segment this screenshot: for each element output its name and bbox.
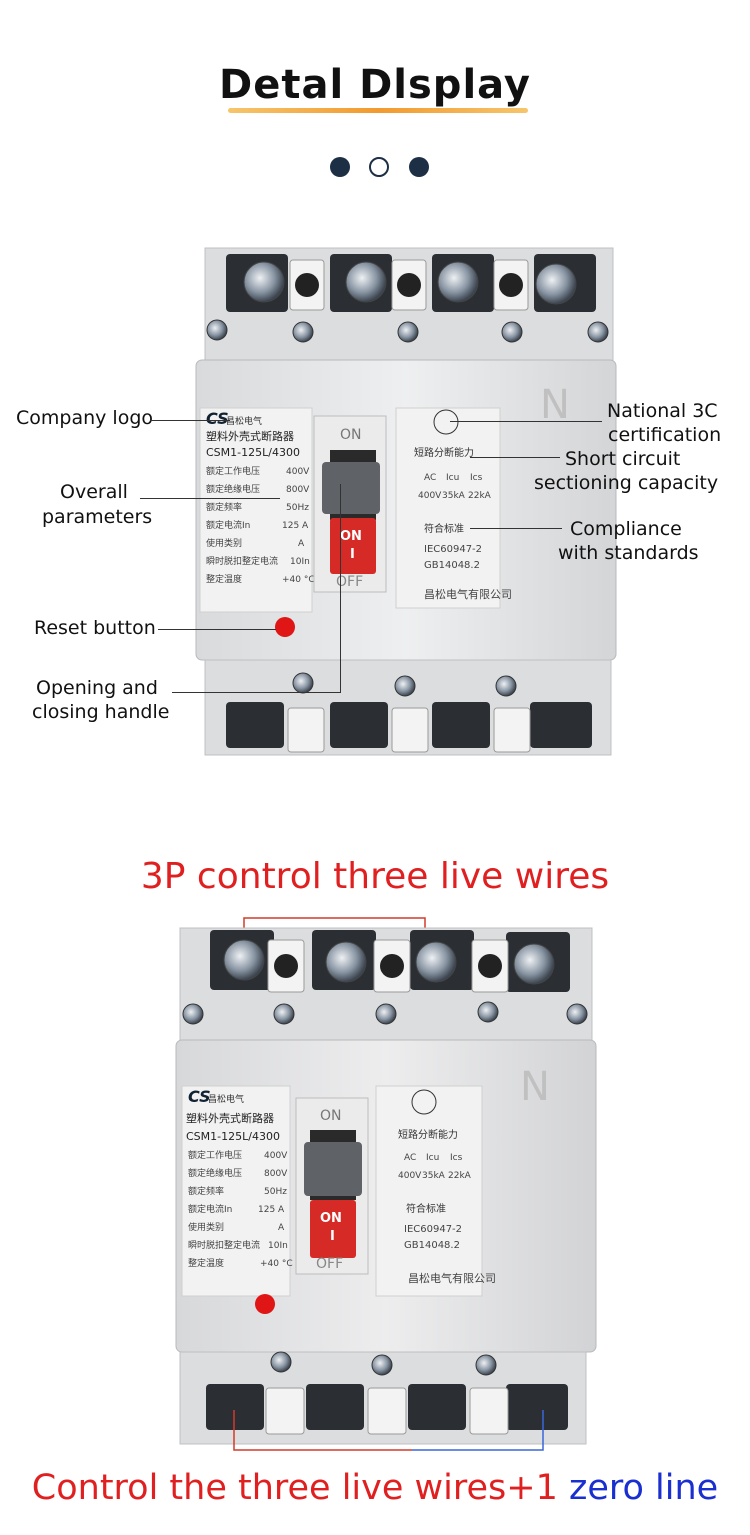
callout-handle-2: closing handle — [32, 701, 170, 723]
svg-text:+40 °C: +40 °C — [260, 1259, 293, 1269]
callout-short-2: sectioning capacity — [534, 472, 719, 494]
svg-text:符合标准: 符合标准 — [406, 1202, 446, 1215]
svg-text:塑料外壳式断路器: 塑料外壳式断路器 — [206, 429, 294, 443]
svg-text:ON: ON — [340, 427, 362, 443]
svg-text:昌松电气有限公司: 昌松电气有限公司 — [408, 1271, 496, 1285]
svg-text:额定绝缘电压: 额定绝缘电压 — [188, 1167, 242, 1179]
svg-text:额定电流In: 额定电流In — [206, 519, 250, 531]
callout-short-1: Short circuit — [565, 448, 681, 470]
svg-text:IEC60947-2: IEC60947-2 — [424, 544, 482, 555]
svg-text:使用类别: 使用类别 — [206, 537, 242, 549]
svg-text:400V: 400V — [264, 1151, 288, 1161]
carousel-dot-1[interactable] — [330, 157, 350, 177]
brand-logo-text: CS — [206, 409, 229, 428]
svg-text:额定工作电压: 额定工作电压 — [188, 1149, 242, 1161]
section2-heading: 3P control three live wires — [140, 856, 610, 897]
svg-text:使用类别: 使用类别 — [188, 1221, 224, 1233]
svg-text:整定温度: 整定温度 — [206, 573, 242, 585]
svg-text:400V: 400V — [286, 467, 310, 477]
svg-text:I: I — [330, 1229, 335, 1244]
svg-text:Icu: Icu — [426, 1153, 439, 1163]
breaker-image-1: CS 昌松电气 塑料外壳式断路器 CSM1-125L/4300 额定工作电压 40… — [195, 247, 617, 756]
svg-text:125 A: 125 A — [282, 521, 309, 531]
callout-handle-1: Opening and — [36, 677, 158, 699]
svg-text:塑料外壳式断路器: 塑料外壳式断路器 — [186, 1111, 274, 1125]
svg-text:OFF: OFF — [336, 574, 363, 590]
svg-text:昌松电气: 昌松电气 — [226, 415, 262, 427]
svg-text:800V: 800V — [286, 485, 310, 495]
svg-text:22kA: 22kA — [468, 491, 492, 501]
callout-compliance-2: with standards — [558, 542, 699, 564]
svg-text:Ics: Ics — [450, 1153, 463, 1163]
svg-text:昌松电气: 昌松电气 — [208, 1093, 244, 1105]
callout-3c-2: certification — [608, 424, 722, 446]
svg-text:额定频率: 额定频率 — [188, 1185, 224, 1197]
svg-text:N: N — [540, 382, 570, 428]
svg-text:短路分断能力: 短路分断能力 — [414, 446, 474, 459]
svg-text:额定电流In: 额定电流In — [188, 1203, 232, 1215]
svg-text:ON: ON — [320, 1108, 342, 1124]
svg-text:额定工作电压: 额定工作电压 — [206, 465, 260, 477]
svg-text:125 A: 125 A — [258, 1205, 285, 1215]
bottom-caption: Control the three live wires+1 zero line — [31, 1468, 719, 1508]
svg-text:ON: ON — [340, 529, 362, 544]
svg-text:整定温度: 整定温度 — [188, 1257, 224, 1269]
svg-text:瞬时脱扣整定电流: 瞬时脱扣整定电流 — [206, 555, 278, 567]
svg-text:昌松电气有限公司: 昌松电气有限公司 — [424, 587, 512, 601]
svg-text:CSM1-125L/4300: CSM1-125L/4300 — [186, 1130, 280, 1143]
carousel-dot-2[interactable] — [369, 157, 389, 177]
callout-compliance-1: Compliance — [570, 518, 682, 540]
svg-text:GB14048.2: GB14048.2 — [424, 560, 480, 571]
svg-text:I: I — [350, 547, 355, 562]
svg-text:10In: 10In — [290, 557, 310, 567]
callout-3c-1: National 3C — [607, 400, 718, 422]
svg-text:IEC60947-2: IEC60947-2 — [404, 1224, 462, 1235]
svg-text:ON: ON — [320, 1211, 342, 1226]
callout-overall-2: parameters — [42, 506, 153, 528]
svg-text:10In: 10In — [268, 1241, 288, 1251]
svg-text:额定绝缘电压: 额定绝缘电压 — [206, 483, 260, 495]
svg-text:额定频率: 额定频率 — [206, 501, 242, 513]
svg-text:短路分断能力: 短路分断能力 — [398, 1128, 458, 1141]
svg-text:800V: 800V — [264, 1169, 288, 1179]
svg-text:A: A — [298, 539, 305, 549]
svg-text:瞬时脱扣整定电流: 瞬时脱扣整定电流 — [188, 1239, 260, 1251]
svg-text:OFF: OFF — [316, 1256, 343, 1272]
svg-text:CS: CS — [188, 1087, 211, 1106]
svg-text:A: A — [278, 1223, 285, 1233]
svg-text:GB14048.2: GB14048.2 — [404, 1240, 460, 1251]
page-title: Detal Dlsplay — [219, 62, 531, 108]
svg-text:50Hz: 50Hz — [286, 503, 309, 513]
reset-button-dot — [275, 617, 295, 637]
breaker-image-2: CS 昌松电气 塑料外壳式断路器 CSM1-125L/4300 额定工作电压 40… — [175, 917, 597, 1451]
callout-company-logo: Company logo — [16, 407, 154, 429]
svg-text:符合标准: 符合标准 — [424, 522, 464, 535]
callout-reset: Reset button — [34, 617, 156, 639]
svg-text:N: N — [520, 1064, 550, 1110]
svg-text:400V: 400V — [398, 1171, 422, 1181]
svg-text:Icu: Icu — [446, 473, 459, 483]
svg-text:+40 °C: +40 °C — [282, 575, 315, 585]
svg-text:50Hz: 50Hz — [264, 1187, 287, 1197]
svg-text:AC: AC — [424, 473, 436, 483]
svg-text:22kA: 22kA — [448, 1171, 472, 1181]
svg-text:35kA: 35kA — [422, 1171, 446, 1181]
svg-text:35kA: 35kA — [442, 491, 466, 501]
svg-text:400V: 400V — [418, 491, 442, 501]
callout-overall-1: Overall — [60, 481, 128, 503]
svg-text:AC: AC — [404, 1153, 416, 1163]
svg-text:Ics: Ics — [470, 473, 483, 483]
carousel-dot-3[interactable] — [409, 157, 429, 177]
svg-text:CSM1-125L/4300: CSM1-125L/4300 — [206, 446, 300, 459]
title-underline — [228, 108, 528, 113]
